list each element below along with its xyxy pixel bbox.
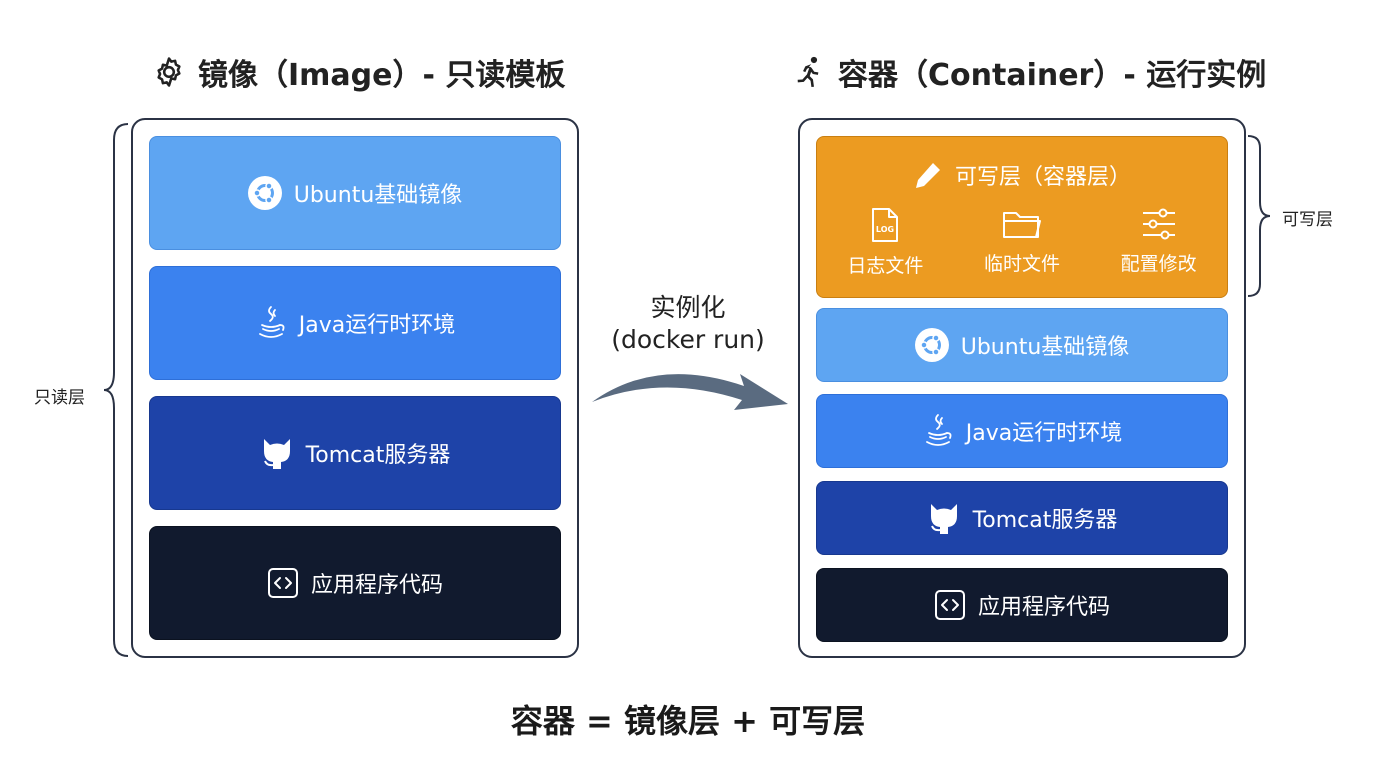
container-layer-tomcat-label: Tomcat服务器 — [972, 508, 1118, 533]
writable-layer: 可写层（容器层） LOG 日志文件 — [816, 136, 1228, 298]
image-layer-java-label: Java运行时环境 — [298, 313, 456, 338]
writable-layer-title-text: 可写层（容器层） — [954, 165, 1131, 190]
writable-brace-label: 可写层 — [1282, 210, 1333, 230]
writable-layer-title: 可写层（容器层） — [913, 159, 1131, 191]
read-only-brace — [103, 123, 129, 657]
container-section-title-text: 容器（Container）- 运行实例 — [838, 58, 1267, 93]
container-layer-app-label: 应用程序代码 — [977, 595, 1110, 620]
java-icon — [922, 412, 954, 450]
log-file-icon: LOG — [870, 207, 900, 243]
svg-text:LOG: LOG — [876, 225, 894, 234]
image-layer-app-label: 应用程序代码 — [310, 573, 443, 598]
writable-item-config-label: 配置修改 — [1120, 253, 1197, 275]
container-layer-tomcat: Tomcat服务器 — [816, 481, 1228, 555]
code-icon — [934, 589, 966, 621]
container-layer-ubuntu-label: Ubuntu基础镜像 — [960, 335, 1130, 360]
image-layer-app: 应用程序代码 — [149, 526, 561, 640]
formula: 容器 = 镜像层 + 可写层 — [510, 702, 866, 740]
ubuntu-icon — [247, 176, 282, 210]
pencil-icon — [913, 160, 943, 190]
container-layer-app: 应用程序代码 — [816, 568, 1228, 642]
image-layer-tomcat: Tomcat服务器 — [149, 396, 561, 510]
gear-icon — [152, 55, 186, 89]
java-icon — [255, 304, 287, 342]
github-cat-icon — [927, 500, 961, 536]
folder-icon — [1002, 207, 1042, 241]
image-layer-ubuntu-label: Ubuntu基础镜像 — [293, 183, 463, 208]
image-panel: Ubuntu基础镜像 Java运行时环境 Tomcat服务器 — [131, 118, 579, 658]
code-icon — [267, 567, 299, 599]
ubuntu-icon — [914, 328, 949, 362]
writable-item-config: 配置修改 — [1094, 207, 1224, 278]
image-section-title-text: 镜像（Image）- 只读模板 — [198, 58, 566, 93]
transition-label-line2: (docker run) — [611, 325, 765, 354]
curved-arrow-icon — [592, 374, 788, 410]
writable-item-temp: 临时文件 — [957, 207, 1087, 278]
running-person-icon — [792, 55, 826, 89]
container-layer-ubuntu: Ubuntu基础镜像 — [816, 308, 1228, 382]
container-layer-java: Java运行时环境 — [816, 394, 1228, 468]
container-layer-java-label: Java运行时环境 — [965, 421, 1123, 446]
image-layer-tomcat-label: Tomcat服务器 — [305, 443, 451, 468]
transition-label-line1: 实例化 — [650, 293, 726, 322]
writable-layer-items: LOG 日志文件 临时文件 — [817, 207, 1227, 278]
transition-label: 实例化 (docker run) — [598, 292, 778, 356]
github-cat-icon — [260, 435, 294, 471]
image-layer-java: Java运行时环境 — [149, 266, 561, 380]
read-only-brace-label: 只读层 — [34, 388, 85, 408]
container-panel: 可写层（容器层） LOG 日志文件 — [798, 118, 1246, 658]
image-layer-ubuntu: Ubuntu基础镜像 — [149, 136, 561, 250]
image-section-title: 镜像（Image）- 只读模板 — [152, 50, 565, 94]
writable-item-log: LOG 日志文件 — [820, 207, 950, 278]
sliders-icon — [1141, 207, 1177, 241]
writable-item-temp-label: 临时文件 — [983, 253, 1060, 275]
container-section-title: 容器（Container）- 运行实例 — [792, 50, 1266, 94]
writable-item-log-label: 日志文件 — [847, 255, 924, 277]
writable-brace — [1247, 135, 1271, 297]
